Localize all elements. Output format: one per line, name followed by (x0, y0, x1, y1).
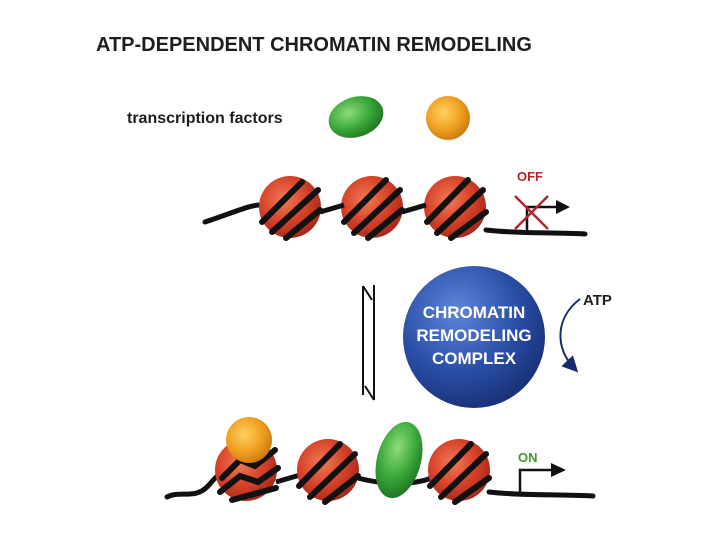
complex-label-line1: CHROMATIN (423, 303, 526, 322)
transcription-factors-label: transcription factors (127, 110, 283, 127)
top-nucleosome-2 (341, 176, 403, 238)
diagram-title: ATP-DEPENDENT CHROMATIN REMODELING (96, 34, 532, 56)
top-nucleosome-1 (259, 176, 321, 238)
top-linker-1 (319, 202, 345, 215)
top-chromatin-strand (202, 176, 588, 241)
atp-label: ATP (583, 292, 612, 309)
bottom-dna-wrap-3 (427, 441, 492, 505)
top-promoter-arrowhead (556, 200, 570, 214)
bottom-dna-wrap-2 (296, 441, 361, 505)
equilibrium-arrows-icon (362, 285, 375, 401)
bottom-promoter-arrowhead (551, 463, 566, 477)
bottom-nucleosome-3 (428, 439, 490, 501)
top-dna-wrap-2 (341, 177, 405, 241)
bottom-promoter-arrow (518, 468, 553, 494)
top-dna-left (202, 202, 263, 225)
bottom-linker-1 (275, 472, 301, 485)
bottom-dna-right (486, 489, 596, 499)
off-label: OFF (517, 169, 543, 184)
top-dna-wrap-1 (259, 179, 323, 241)
bottom-chromatin-strand (164, 417, 596, 505)
complex-label-line3: COMPLEX (432, 349, 517, 368)
bottom-nucleosome-2 (297, 439, 359, 501)
bound-green-factor (375, 421, 423, 499)
complex-label-line2: REMODELING (416, 326, 531, 345)
off-cross-icon (514, 195, 549, 230)
remodeling-complex (403, 266, 545, 408)
on-label: ON (518, 450, 538, 465)
orange-transcription-factor (426, 96, 470, 140)
atp-hydrolysis-arrow-icon (559, 298, 581, 373)
top-linker-2 (401, 202, 427, 215)
bottom-dna-wrap-1 (217, 447, 281, 503)
green-transcription-factor (328, 96, 384, 138)
top-nucleosome-3 (424, 176, 486, 238)
top-dna-wrap-3 (424, 177, 489, 241)
bound-orange-factor (226, 417, 272, 463)
top-dna-right (483, 227, 588, 237)
